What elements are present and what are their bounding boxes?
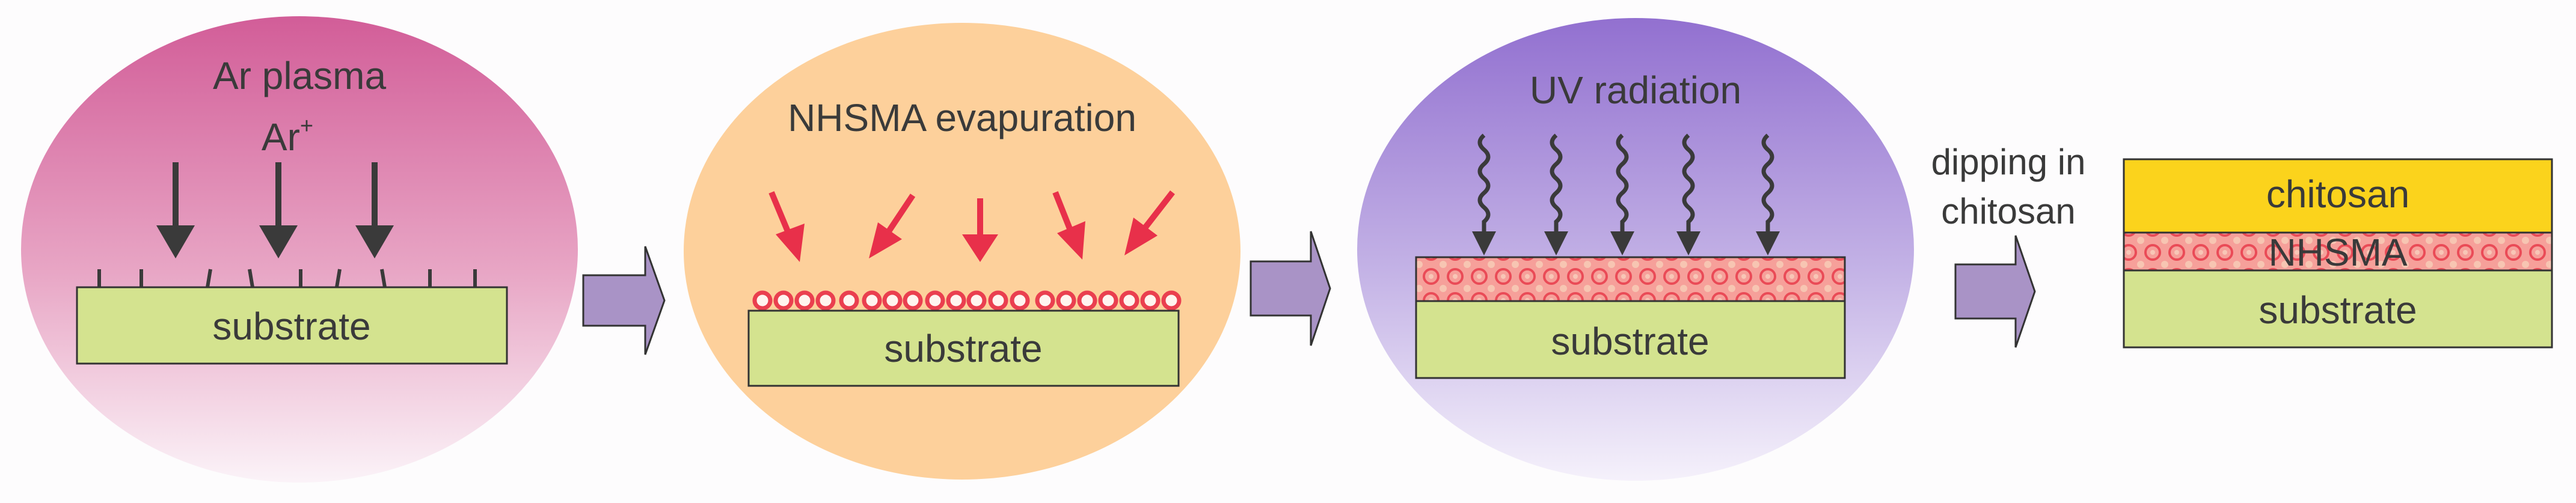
uv-ray [1477,133,1491,233]
uv-ray [1761,133,1774,233]
chitosan-label: chitosan [2266,172,2409,216]
step-2-title: NHSMA evapuration [788,96,1136,139]
nhsma-label: NHSMA [2268,231,2407,274]
dipping-caption-line1: dipping in [1931,142,2086,182]
step-nhsma-evaporation: NHSMA evapuration [684,23,1240,480]
process-arrow [1250,231,1331,346]
substrate-block [1415,300,1846,379]
substrate-block [747,309,1180,387]
step-dipping: dipping in chitosan [1931,142,2086,348]
monomer-arrows [768,190,1175,262]
step-1-title: Ar plasma [213,54,387,97]
final-layer-stack: chitosan NHSMA substrate [2123,158,2553,349]
substrate-block [76,286,508,365]
process-arrow [1954,235,2036,348]
monomer-arrow [1052,191,1085,260]
step-ar-plasma: Ar plasma Ar+ [21,16,578,483]
uv-ray [1616,133,1629,233]
evaporation-bubble [684,23,1240,480]
substrate-label: substrate [212,305,370,348]
dipping-caption-line2: chitosan [1941,191,2075,231]
ar-ion-label: Ar+ [262,114,313,159]
ion-arrow [156,162,195,258]
substrate-label: substrate [2259,288,2417,332]
substrate-block [2123,269,2553,349]
ion-arrows [156,162,394,258]
ion-arrow [355,162,394,258]
chitosan-layer [2123,158,2553,234]
substrate-label: substrate [884,327,1042,370]
nhsma-layer [1415,256,1846,302]
uv-ray [1682,133,1695,233]
monomer-arrow [869,194,916,258]
step-3-title: UV radiation [1530,69,1741,112]
monomer-arrow [768,191,805,262]
ion-charge: + [300,114,313,139]
uv-ray-heads [1472,231,1780,255]
ion-arrow [259,162,298,258]
process-arrow [582,246,666,355]
substrate-label: substrate [1551,320,1709,363]
step-uv-radiation: UV radiation substrate [1357,18,1914,481]
monomer-arrow [1124,190,1175,255]
uv-rays [1477,133,1774,233]
plasma-bubble [21,16,578,483]
uv-ray [1550,133,1563,233]
monomer-arrow [962,198,998,262]
surface-radicals [97,269,477,288]
monomer-beads [752,290,1182,311]
